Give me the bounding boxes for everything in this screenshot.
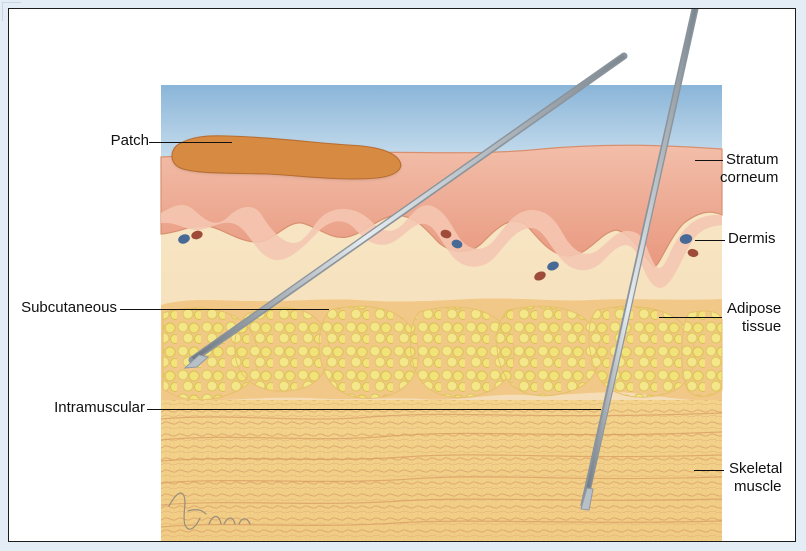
leader-line-adipose-tissue	[659, 317, 722, 318]
label-adipose-tissue-line-1: Adipose	[727, 301, 796, 317]
adipose-lobule-5	[497, 306, 600, 396]
adipose-lobule-6	[589, 306, 695, 397]
label-stratum-corneum-line-1: Stratum	[726, 152, 796, 168]
leader-line-stratum-corneum	[695, 160, 723, 161]
leader-line-subcutaneous	[120, 309, 329, 310]
leader-line-patch	[149, 142, 232, 143]
label-subcutaneous: Subcutaneous	[9, 300, 117, 316]
adipose-lobule-3	[319, 306, 418, 398]
skin-cross-section-illustration	[9, 9, 796, 542]
skeletal-muscle-fibers	[161, 400, 722, 542]
leader-line-skeletal-muscle	[694, 470, 724, 471]
label-adipose-tissue-line-2: tissue	[742, 319, 796, 335]
label-dermis: Dermis	[728, 231, 790, 247]
label-patch: Patch	[84, 133, 149, 149]
label-intramuscular: Intramuscular	[9, 400, 145, 416]
adipose-lobule-7	[682, 311, 722, 397]
label-skeletal-muscle-line-1: Skeletal	[729, 461, 796, 477]
label-stratum-corneum-line-2: corneum	[720, 170, 796, 186]
leader-line-intramuscular	[147, 409, 601, 410]
leader-line-dermis	[695, 240, 725, 241]
skin-injection-diagram-panel: Patch Subcutaneous Intramuscular Stratum…	[8, 8, 796, 542]
label-skeletal-muscle-line-2: muscle	[734, 479, 796, 495]
